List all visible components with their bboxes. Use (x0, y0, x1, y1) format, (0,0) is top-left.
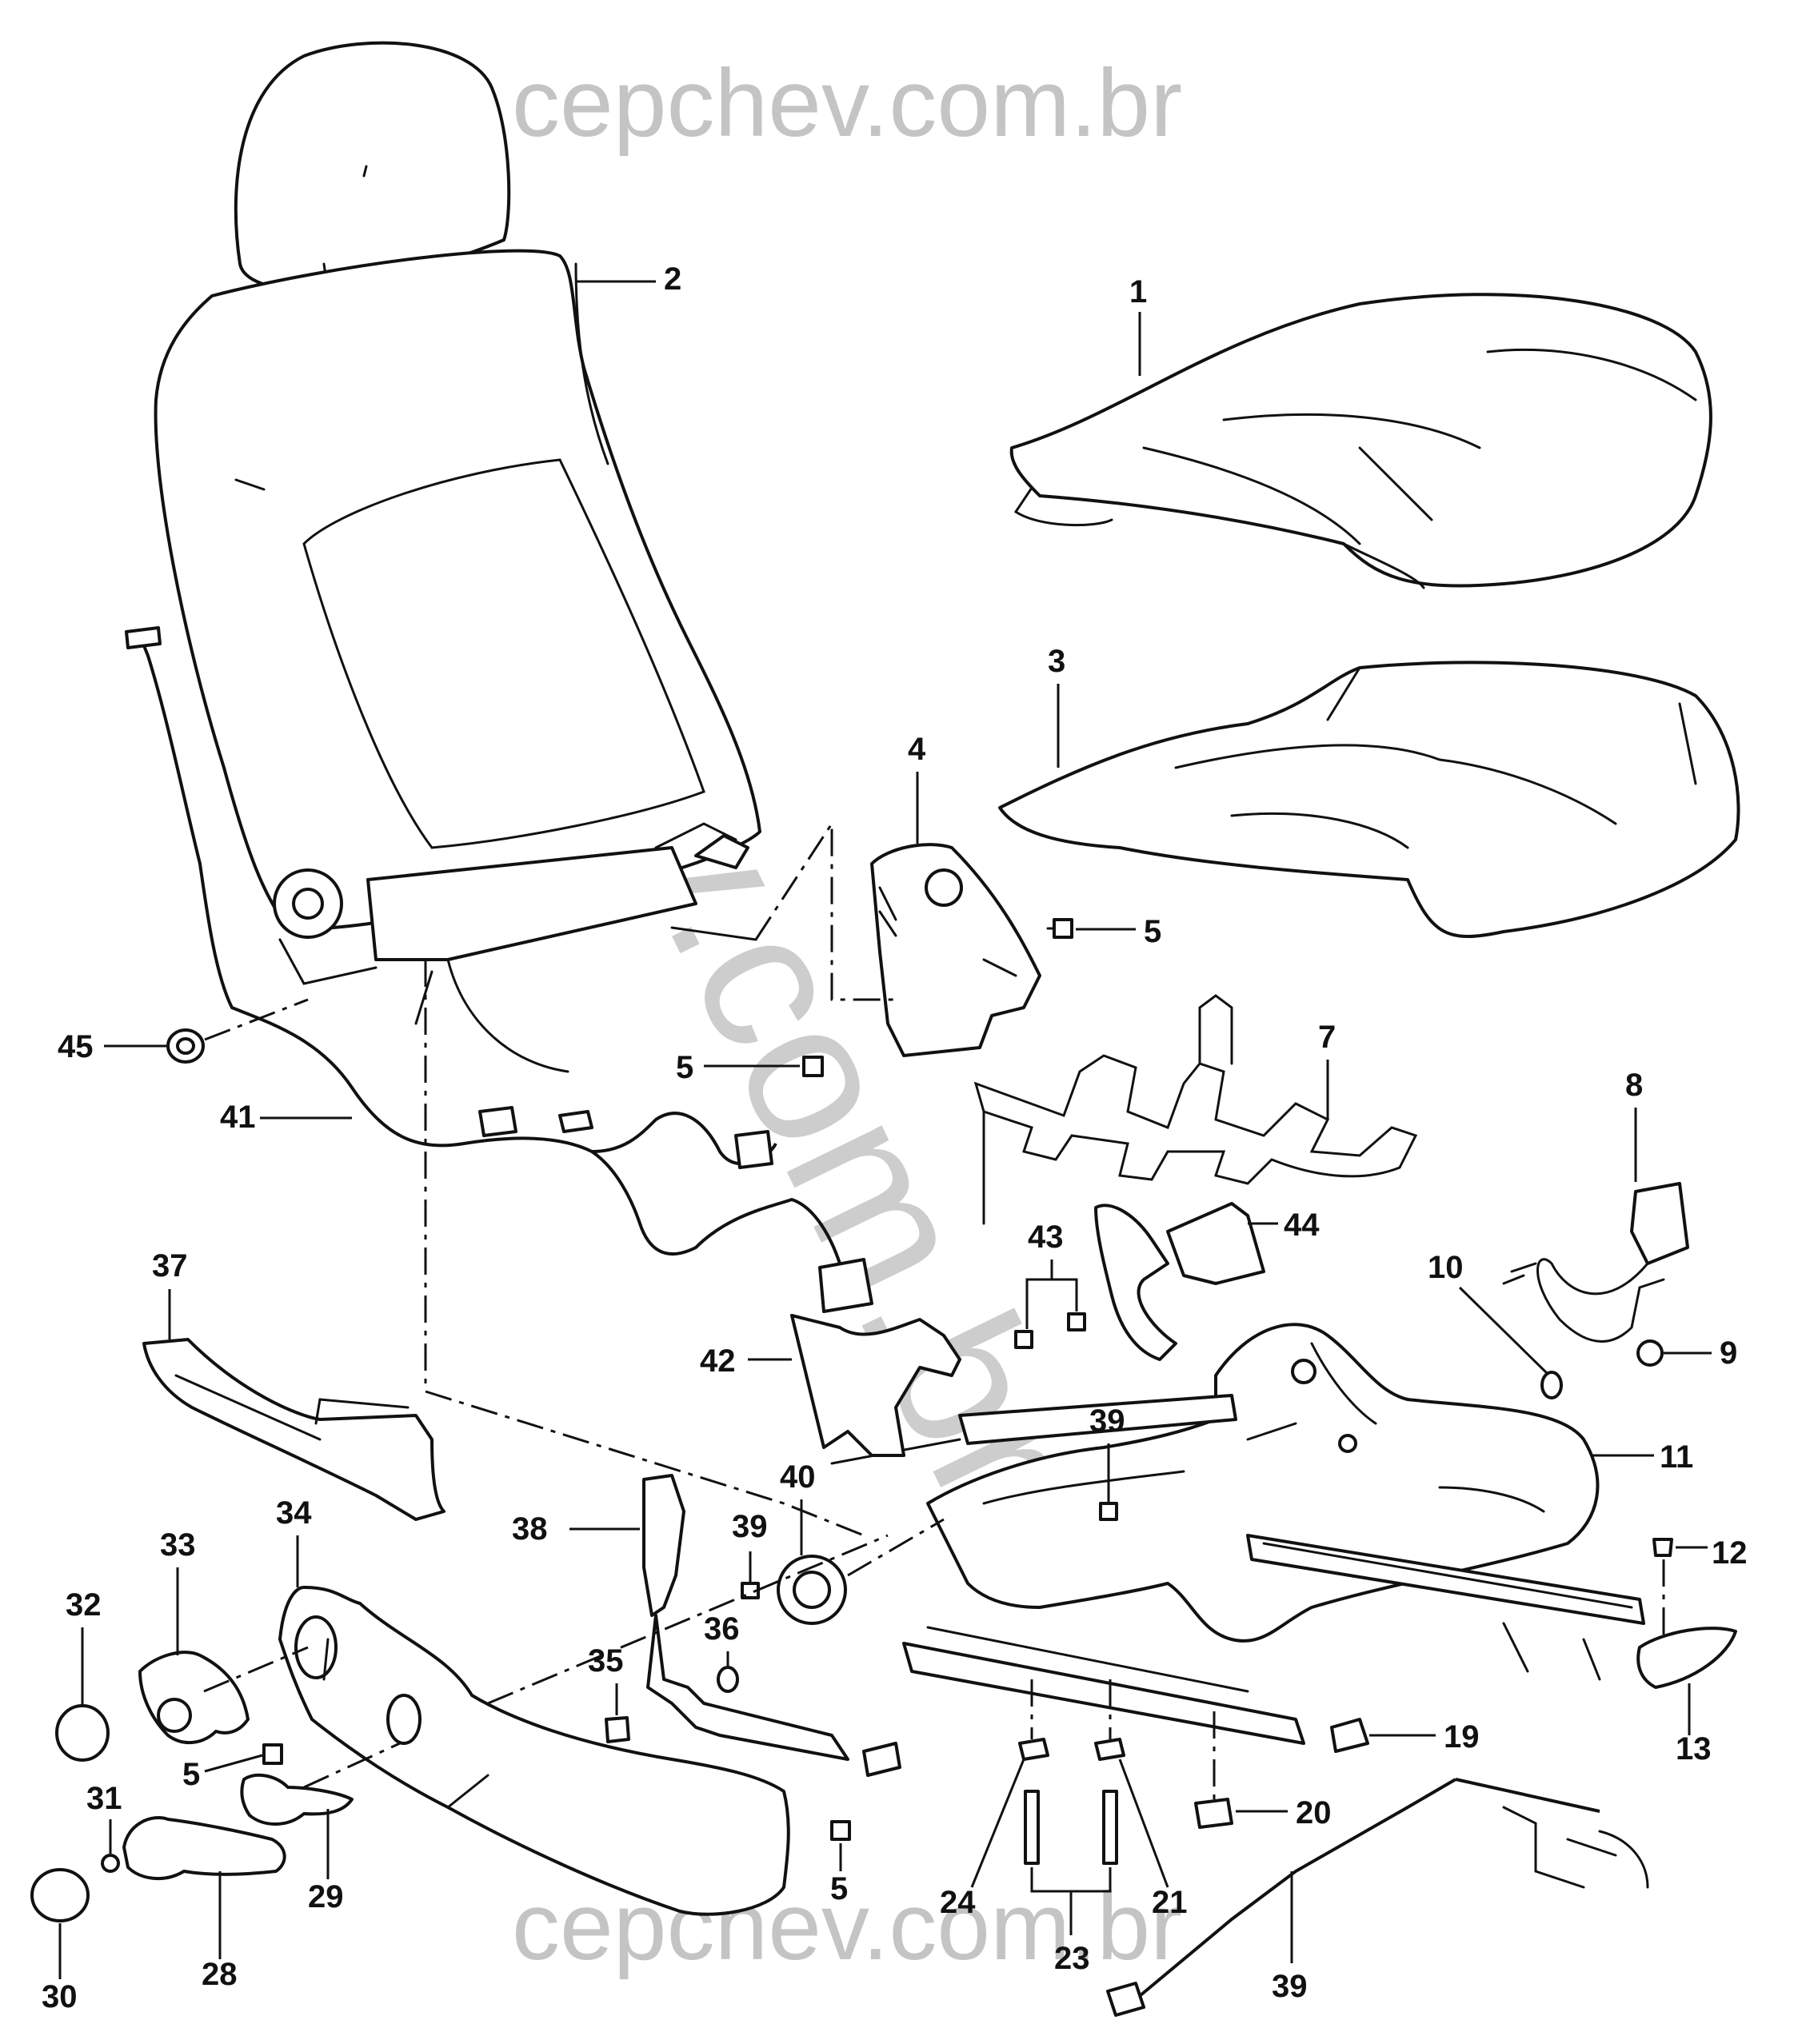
bracket-46-arm (1094, 1204, 1177, 1361)
retainer-21 (1094, 1738, 1125, 1761)
callout-2: 2 (664, 261, 681, 297)
seat-frame-crossbar (958, 1394, 1237, 1445)
clip-20 (1194, 1798, 1233, 1829)
bolt-39a (741, 1582, 760, 1599)
callout-31: 31 (86, 1781, 122, 1816)
callout-42: 45 (58, 1029, 94, 1064)
callout-5d: 5 (830, 1871, 848, 1906)
seat-back-bracket (694, 834, 749, 869)
bolt-45a (1014, 1330, 1033, 1349)
callout-9: 9 (1720, 1335, 1737, 1371)
callout-5c: 5 (182, 1757, 200, 1792)
cap-32 (55, 1704, 110, 1762)
callout-41: 41 (220, 1100, 256, 1135)
callout-20: 20 (1296, 1795, 1332, 1830)
retainer-24 (1018, 1738, 1049, 1761)
handle-base-29 (240, 1773, 354, 1826)
callout-21: 21 (1152, 1885, 1188, 1920)
callout-7: 7 (1318, 1020, 1336, 1055)
screw-5d (830, 1820, 851, 1841)
screw-5a (1046, 918, 1073, 939)
watermark-top: cepchev.com.br (512, 50, 1182, 157)
side-shield-trim (870, 843, 1041, 1057)
callout-12: 12 (1712, 1535, 1748, 1571)
callout-32: 32 (66, 1587, 102, 1623)
harness-connector-b (558, 1110, 593, 1133)
centerline-shield (754, 819, 896, 1001)
callout-10: 10 (1428, 1250, 1464, 1285)
seat-belt-buckle (1630, 1182, 1689, 1265)
seat-back-frame-rail (366, 846, 697, 961)
callout-23: 23 (1054, 1941, 1090, 1976)
bolt-45b (1067, 1312, 1086, 1331)
callout-19: 19 (1444, 1719, 1480, 1755)
callout-38: 38 (512, 1511, 548, 1547)
callout-4: 4 (908, 732, 926, 767)
screw-5c (262, 1743, 283, 1765)
callout-45: 43 (1028, 1220, 1064, 1255)
callout-37: 37 (152, 1248, 188, 1283)
callout-8: 8 (1625, 1068, 1643, 1103)
centerline-trim (487, 1534, 889, 1705)
nut-9 (1636, 1339, 1664, 1367)
harness-connector-c (734, 1130, 773, 1169)
callout-36: 36 (704, 1611, 740, 1647)
callout-1: 1 (1129, 274, 1147, 309)
clip-19 (1330, 1718, 1369, 1753)
callout-39b: 39 (1089, 1403, 1125, 1439)
bracket-46 (1166, 1202, 1265, 1285)
cap-30 (30, 1868, 90, 1922)
harness-connector-a (478, 1106, 517, 1137)
track-end-cover-13 (1636, 1627, 1737, 1689)
seat-spring-mat (973, 1054, 1418, 1185)
bushing-35 (605, 1716, 630, 1743)
seat-harness-41 (138, 635, 841, 1264)
seat-cushion-cover (1009, 293, 1712, 588)
centerline-seat-back (424, 960, 865, 1537)
callout-11: 11 (1660, 1439, 1693, 1475)
callout-33: 33 (160, 1527, 196, 1563)
bracket-44 (790, 1314, 961, 1457)
callout-34: 34 (276, 1495, 312, 1531)
screw-5b (802, 1056, 824, 1077)
callout-40: 40 (780, 1459, 816, 1495)
anchor-38 (642, 1474, 685, 1617)
callout-29: 29 (308, 1879, 344, 1914)
seat-track-inner (902, 1642, 1305, 1745)
callout-39a: 39 (732, 1509, 768, 1544)
lever-28 (122, 1816, 286, 1881)
seat-back-assembly (154, 41, 761, 1073)
seat-cushion-pad (998, 661, 1740, 938)
sensor-harness-43 (1134, 1778, 1600, 2001)
bolt-39b (1099, 1502, 1118, 1521)
harness-connector-d (818, 1258, 873, 1313)
bolt-12 (1652, 1538, 1673, 1557)
callout-43: 39 (1272, 1969, 1308, 2004)
seat-frame (926, 1323, 1600, 1643)
washer-10 (1540, 1371, 1563, 1399)
callout-5b: 5 (676, 1050, 693, 1085)
adjuster-cable (646, 1614, 849, 1761)
callout-13: 13 (1676, 1731, 1712, 1767)
seat-back-insert (302, 458, 705, 849)
callout-24: 24 (940, 1885, 976, 1920)
callout-46: 44 (1284, 1208, 1320, 1243)
recliner-handle-33 (138, 1651, 250, 1745)
outer-side-trim-34 (278, 1586, 790, 1916)
bolt-group-23 (1018, 1679, 1125, 1865)
callout-5a: 5 (1144, 914, 1161, 949)
front-trim-37 (142, 1338, 446, 1521)
washer-36 (717, 1666, 739, 1693)
pin-31 (101, 1854, 120, 1873)
callout-35: 35 (588, 1643, 624, 1679)
callout-28: 28 (202, 1957, 238, 1992)
callout-44: 42 (700, 1343, 736, 1379)
callout-30: 30 (42, 1979, 78, 2014)
sensor-connector (1106, 1982, 1145, 2017)
callout-3: 3 (1048, 644, 1065, 679)
harness-connector-e (125, 626, 162, 649)
